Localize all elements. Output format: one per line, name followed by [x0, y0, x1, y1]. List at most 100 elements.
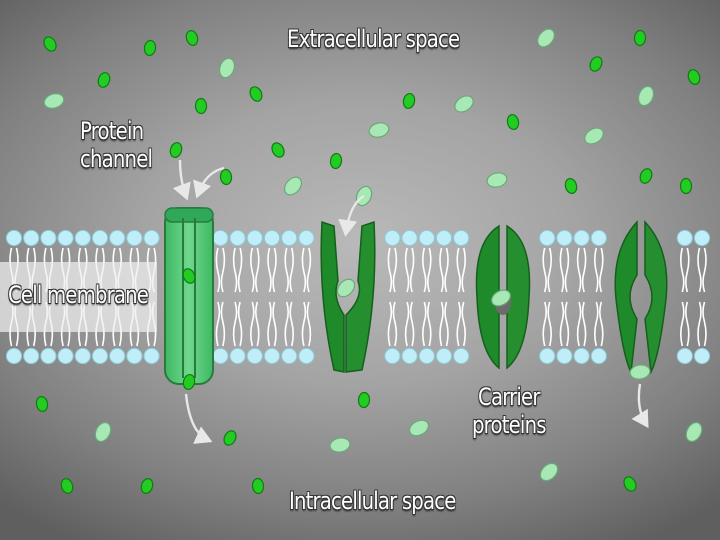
- lipid-tail: [559, 247, 565, 293]
- extracellular-space-label: Extracellular space: [287, 25, 460, 53]
- molecule-bright: [35, 395, 49, 413]
- lipid-tail: [392, 301, 398, 347]
- molecule-bright: [140, 478, 154, 494]
- lipid-tail: [387, 301, 393, 347]
- lipid-tail: [289, 301, 294, 347]
- lipid-head: [539, 229, 556, 247]
- molecule-pale: [94, 421, 112, 443]
- lipid-tail: [456, 247, 461, 293]
- lipid-tail: [284, 247, 289, 293]
- molecule-bright: [679, 177, 693, 195]
- lipid-tail: [594, 301, 599, 347]
- lipid-tail: [702, 247, 707, 293]
- lipid-tail: [547, 301, 552, 347]
- molecule-pale: [283, 176, 303, 196]
- molecule-bright: [639, 168, 653, 184]
- molecule-bright: [633, 29, 647, 47]
- phospholipid-pair: [418, 229, 435, 365]
- lipid-tail: [542, 301, 547, 347]
- molecule-bright: [43, 36, 57, 52]
- lipid-tail: [250, 247, 255, 293]
- phospholipid-pair: [453, 229, 470, 365]
- lipid-head: [246, 347, 263, 365]
- protein-channel: [164, 207, 214, 385]
- phospholipid-pair: [401, 229, 418, 365]
- lipid-tail: [215, 301, 221, 347]
- lipid-head: [435, 229, 453, 247]
- lipid-head: [23, 229, 40, 247]
- lipid-tail: [461, 247, 466, 293]
- phospholipid-pair: [539, 229, 556, 365]
- lipid-tail: [289, 247, 294, 293]
- lipid-tail: [255, 301, 260, 347]
- lipid-tail: [404, 247, 410, 293]
- lipid-tail: [685, 301, 690, 347]
- lipid-head: [246, 229, 263, 247]
- lipid-tail: [267, 301, 272, 347]
- lipid-tail: [542, 247, 547, 293]
- lipid-head: [556, 229, 573, 247]
- molecule-bright: [169, 142, 183, 158]
- phospholipid-pair: [590, 229, 607, 365]
- protein-channel-label: Protein channel: [80, 117, 153, 173]
- molecule-bright: [194, 97, 208, 115]
- molecule-pale: [685, 421, 703, 443]
- molecule-bright: [223, 430, 237, 446]
- lipid-head: [109, 229, 126, 247]
- lipid-tail: [284, 301, 289, 347]
- lipid-tail: [547, 247, 552, 293]
- lipid-head: [74, 229, 91, 247]
- carrier-proteins-label-line2: proteins: [472, 410, 546, 439]
- lipid-tail: [267, 247, 272, 293]
- lipid-tail: [444, 247, 449, 293]
- molecule-bright: [564, 178, 578, 194]
- lipid-head: [40, 347, 57, 365]
- lipid-head: [418, 347, 435, 365]
- molecule-bright: [182, 268, 196, 284]
- lipid-head: [281, 229, 298, 247]
- lipid-tail: [306, 301, 312, 347]
- lipid-head: [401, 229, 418, 247]
- molecule-bright: [182, 373, 196, 391]
- lipid-head: [590, 229, 607, 247]
- carrier-proteins-label-line1: Carrier: [478, 383, 540, 411]
- lipid-tail: [409, 301, 415, 347]
- lipid-tail: [272, 247, 277, 293]
- molecule-bright: [143, 39, 157, 57]
- lipid-tail: [581, 301, 587, 347]
- curved-arrow-icon: [338, 194, 365, 237]
- molecule-bright: [249, 86, 263, 102]
- lipid-head: [676, 347, 693, 365]
- lipid-tail: [392, 247, 398, 293]
- lipid-head: [263, 229, 281, 247]
- phospholipid-pair: [573, 229, 590, 365]
- phospholipid-pair: [435, 229, 453, 365]
- molecule-bright: [219, 168, 233, 186]
- carrier-half-left: [475, 224, 500, 370]
- molecule-pale: [637, 85, 655, 107]
- phospholipid-pair: [298, 229, 315, 365]
- molecule-pale: [329, 437, 351, 453]
- lipid-tail: [599, 247, 604, 293]
- lipid-head: [281, 347, 298, 365]
- lipid-head: [126, 229, 143, 247]
- lipid-tail: [576, 301, 582, 347]
- channel-top-rim: [164, 207, 214, 223]
- lipid-tail: [564, 247, 570, 293]
- lipid-tail: [301, 247, 307, 293]
- lipid-head: [384, 347, 401, 365]
- molecule-bright: [402, 92, 416, 110]
- phospholipid-pair: [229, 229, 246, 365]
- lipid-head: [298, 347, 315, 365]
- lipid-head: [590, 347, 607, 365]
- cell-membrane-label: Cell membrane: [8, 281, 149, 309]
- lipid-tail: [697, 247, 702, 293]
- lipid-head: [263, 347, 281, 365]
- carrier-half-left: [320, 220, 345, 373]
- lipid-head: [435, 347, 453, 365]
- carrier-half-right: [644, 220, 668, 375]
- intracellular-space-label: Intracellular space: [289, 487, 456, 515]
- carrier-protein: [614, 220, 668, 375]
- lipid-tail: [409, 247, 415, 293]
